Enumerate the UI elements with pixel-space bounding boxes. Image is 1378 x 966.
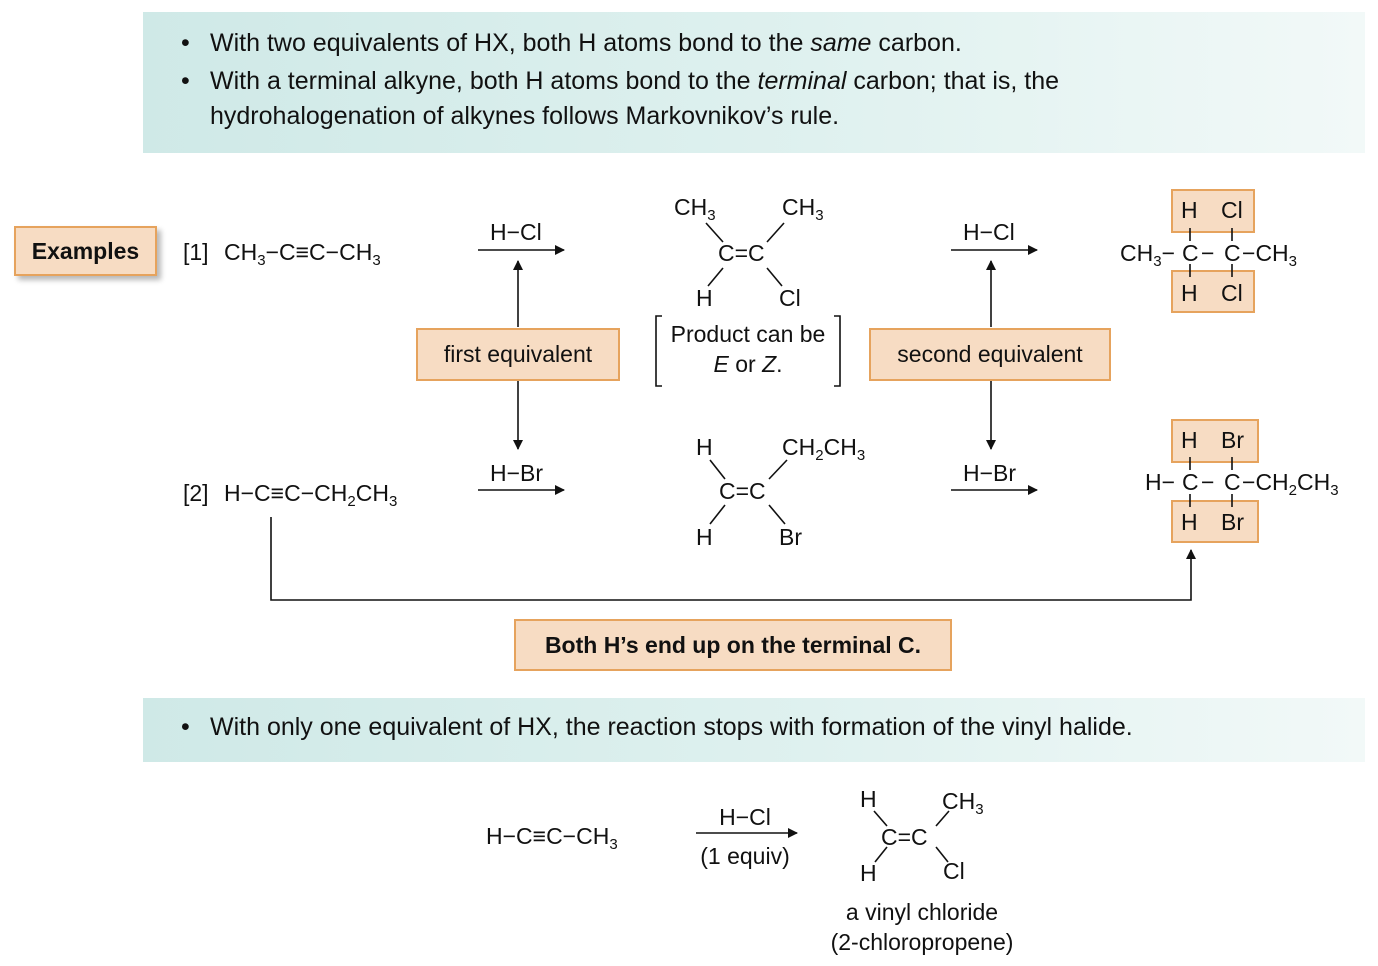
reaction3-reagent: H−Cl	[719, 804, 771, 830]
bottom-info-panel: • With only one equivalent of HX, the re…	[143, 698, 1365, 762]
vinyl-h-bot: H	[860, 860, 877, 886]
second-equivalent-label: second equivalent	[869, 328, 1111, 381]
int2-h-top: H	[696, 434, 713, 460]
examples-label: Examples	[14, 226, 157, 276]
reaction1-reagent: H−Cl	[490, 219, 542, 245]
int1-ch3-left: CH3	[674, 194, 716, 224]
terminal-connector	[270, 517, 1196, 601]
int2-h-bot: H	[696, 524, 713, 550]
prod2-top-h: H	[1181, 427, 1198, 453]
prod2-bot-br: Br	[1221, 509, 1244, 535]
prod2-top-br: Br	[1221, 427, 1244, 453]
reaction2-alkyne: H−C≡C−CH2CH3	[224, 480, 398, 510]
reaction2-reagent2: H−Br	[963, 460, 1017, 486]
product2-top-highlight	[1171, 419, 1259, 463]
terminal-c-note: Both H’s end up on the terminal C.	[514, 619, 952, 671]
reaction2-reagent: H−Br	[490, 460, 544, 486]
vinyl-cl: Cl	[943, 858, 965, 884]
vinyl-ch3: CH3	[942, 788, 984, 818]
reaction1-alkyne: CH3−C≡C−CH3	[224, 239, 381, 269]
top-info-panel: • With two equivalents of HX, both H ato…	[143, 12, 1365, 153]
prod1-ch3-left: CH3−	[1119, 240, 1175, 270]
prod1-c2: C	[1224, 240, 1241, 266]
first-equivalent-label: first equivalent	[416, 328, 620, 381]
reaction1-number: [1]	[183, 239, 209, 265]
ez-note-line1: Product can be	[670, 321, 826, 347]
prod1-top-h: H	[1181, 197, 1198, 223]
ez-bracket-right	[834, 315, 841, 387]
ez-bracket-left	[655, 315, 662, 387]
bullet-dot: •	[181, 67, 190, 95]
reaction2-number: [2]	[183, 480, 209, 506]
reaction1-reagent2: H−Cl	[963, 219, 1015, 245]
bullet-dot: •	[181, 29, 190, 57]
prod1-top-cl: Cl	[1221, 197, 1243, 223]
int2-double-bond: C=C	[719, 478, 766, 504]
int2-ethyl: CH2CH3	[782, 434, 866, 464]
prod1-bond-mid: −	[1201, 240, 1215, 266]
vinyl-name: a vinyl chloride	[845, 899, 999, 925]
int2-br: Br	[779, 524, 802, 550]
int1-cl: Cl	[779, 285, 801, 311]
reaction3-alkyne: H−C≡C−CH3	[486, 823, 618, 853]
ez-note-line2: E or Z.	[713, 351, 783, 377]
product1-top-highlight	[1171, 189, 1255, 233]
int1-double-bond: C=C	[718, 240, 765, 266]
prod2-ethyl: −CH2CH3	[1242, 469, 1339, 499]
product1-bottom-highlight	[1171, 270, 1255, 313]
prod1-bot-cl: Cl	[1221, 280, 1243, 306]
vinyl-h-top: H	[860, 786, 877, 812]
prod2-h-left: H−	[1144, 469, 1175, 495]
vinyl-double-bond: C=C	[881, 824, 928, 850]
prod2-bond-mid: −	[1201, 469, 1215, 495]
prod2-bot-h: H	[1181, 509, 1198, 535]
prod1-ch3-right: −CH3	[1242, 240, 1298, 270]
vinyl-iupac: (2-chloropropene)	[830, 929, 1014, 955]
bullet-dot: •	[181, 713, 190, 741]
reaction3-condition: (1 equiv)	[700, 843, 790, 869]
prod2-c2: C	[1224, 469, 1241, 495]
int1-ch3-right: CH3	[782, 194, 824, 224]
int1-h: H	[696, 285, 713, 311]
prod1-bot-h: H	[1181, 280, 1198, 306]
prod1-c1: C	[1182, 240, 1199, 266]
prod2-c1: C	[1182, 469, 1199, 495]
product2-bottom-highlight	[1171, 500, 1259, 543]
